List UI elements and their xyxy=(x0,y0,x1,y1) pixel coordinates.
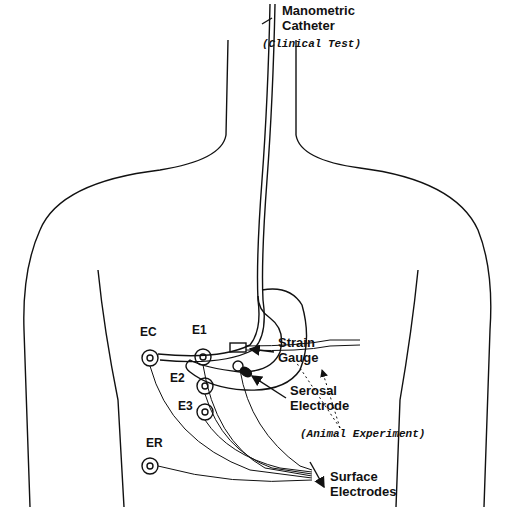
surface-electrode xyxy=(195,349,211,365)
leader-line xyxy=(250,349,274,352)
electrode-label: E1 xyxy=(192,324,207,338)
part-name: Manometric Catheter xyxy=(282,4,372,34)
surface-electrode xyxy=(197,404,213,420)
surface-electrode xyxy=(200,354,206,360)
manometric-catheter xyxy=(160,4,275,362)
surface-electrode xyxy=(197,378,213,394)
surface-electrode xyxy=(147,463,153,469)
armpit xyxy=(98,270,124,507)
armpit xyxy=(396,270,418,507)
electrode-label: E3 xyxy=(178,400,193,414)
surface-electrode xyxy=(147,355,153,361)
electrode-label: EC xyxy=(140,326,157,340)
part-name: Strain Gauge xyxy=(278,336,348,366)
surface-electrode xyxy=(142,350,158,366)
leader-line xyxy=(252,376,286,398)
surface-electrode xyxy=(202,409,208,415)
manometric-catheter xyxy=(158,4,270,356)
leader-line xyxy=(310,462,324,487)
electrode-label: E2 xyxy=(170,372,185,386)
part-name: Surface Electrodes xyxy=(330,470,420,500)
note: (Clinical Test) xyxy=(262,38,361,51)
note: (Animal Experiment) xyxy=(300,428,425,441)
body-outline xyxy=(24,40,228,507)
part-name: Serosal Electrode xyxy=(290,384,380,414)
body-outline xyxy=(296,40,491,507)
electrode-label: ER xyxy=(146,437,163,451)
serosal-electrode xyxy=(239,365,253,378)
strain-gauge xyxy=(230,343,246,352)
surface-electrode xyxy=(142,458,158,474)
leader-line xyxy=(262,18,272,24)
